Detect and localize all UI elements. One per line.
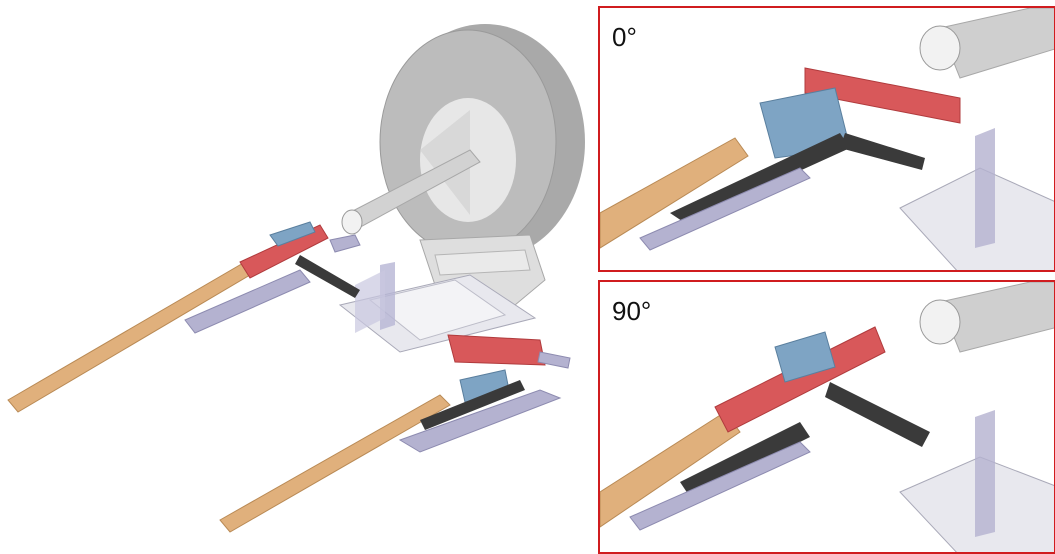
inset-0-degrees: 0° [598, 6, 1055, 272]
inset-angle-label: 0° [612, 22, 637, 52]
rail-slider-assembly-lower [219, 334, 571, 533]
inset-angle-label: 90° [612, 296, 652, 326]
center-table [338, 262, 537, 353]
wheel-assembly [379, 24, 585, 260]
inset-0-drawing [600, 8, 1054, 270]
inset-90-degrees: 90° [598, 280, 1055, 554]
rail-slider-assembly-upper [7, 221, 361, 413]
axle [341, 149, 481, 235]
inset-90-drawing [600, 282, 1054, 552]
